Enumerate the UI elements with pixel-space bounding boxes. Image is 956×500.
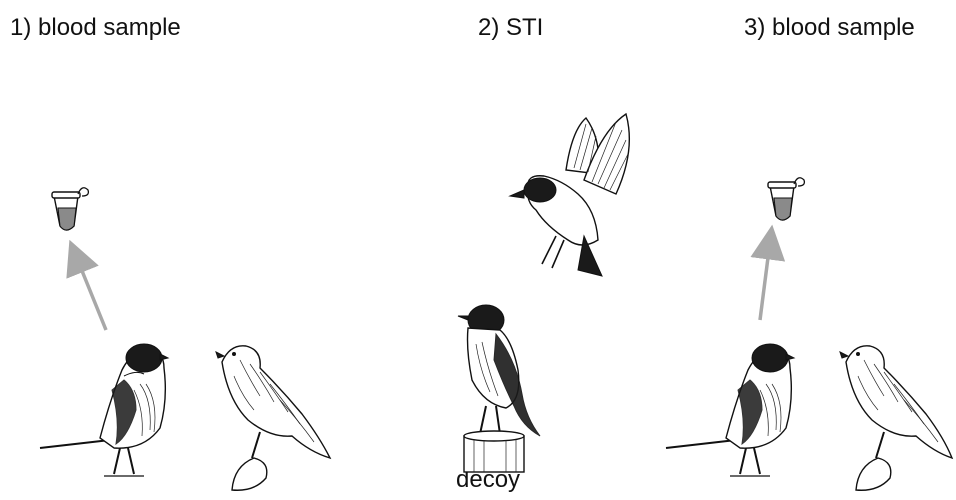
stonechat-female-icon [840, 346, 952, 490]
sample-tube-icon [768, 178, 804, 220]
sample-tube-icon [52, 188, 88, 230]
arrow-up-3 [760, 242, 770, 320]
decoy-stonechat-icon [458, 305, 540, 472]
flying-stonechat-icon [510, 114, 629, 276]
stonechat-male-icon [40, 344, 168, 476]
stonechat-female-icon [216, 346, 330, 490]
arrow-up-1 [76, 256, 106, 330]
stonechat-male-icon [666, 344, 794, 476]
